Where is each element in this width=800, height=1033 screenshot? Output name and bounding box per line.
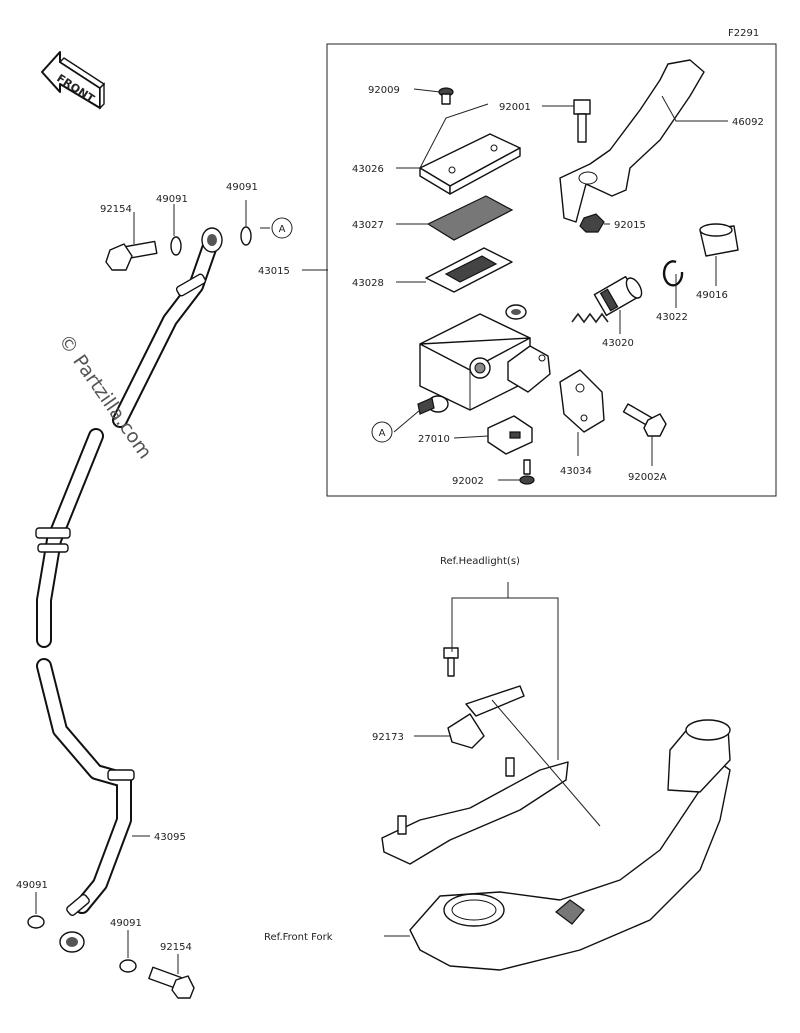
- master-cylinder-drawing: [417, 59, 739, 485]
- part-label-43020[interactable]: 43020: [602, 338, 634, 349]
- part-label-49091-top-a[interactable]: 49091: [156, 194, 188, 205]
- part-label-92002[interactable]: 92002: [452, 476, 484, 487]
- part-label-43034[interactable]: 43034: [560, 466, 592, 477]
- figure-code: F2291: [728, 28, 759, 39]
- part-label-49016[interactable]: 49016: [696, 290, 728, 301]
- front-arrow-icon: FRONT: [41, 51, 106, 110]
- hose-fittings-drawing: [27, 226, 252, 999]
- ref-headlight-label: Ref.Headlight(s): [440, 556, 520, 567]
- bracket-and-fork-drawing: [381, 647, 731, 971]
- master-cylinder-assembly-box: [326, 43, 777, 497]
- callout-a-top: A: [271, 217, 293, 239]
- svg-text:A: A: [379, 428, 386, 439]
- part-label-49091-bot-a[interactable]: 49091: [16, 880, 48, 891]
- part-label-92002A[interactable]: 92002A: [628, 472, 667, 483]
- ref-front-fork-label: Ref.Front Fork: [264, 932, 333, 943]
- part-label-92015[interactable]: 92015: [614, 220, 646, 231]
- watermark: © Partzilla.com: [54, 330, 156, 463]
- part-label-92173[interactable]: 92173: [372, 732, 404, 743]
- part-label-43015[interactable]: 43015: [258, 266, 290, 277]
- part-label-49091-bot-b[interactable]: 49091: [110, 918, 142, 929]
- callout-a-box: A: [371, 421, 393, 443]
- part-label-43028[interactable]: 43028: [352, 278, 384, 289]
- part-label-92154-bot[interactable]: 92154: [160, 942, 192, 953]
- part-label-92009[interactable]: 92009: [368, 85, 400, 96]
- part-label-43026[interactable]: 43026: [352, 164, 384, 175]
- part-label-27010[interactable]: 27010: [418, 434, 450, 445]
- part-label-92154-top[interactable]: 92154: [100, 204, 132, 215]
- part-label-46092[interactable]: 46092: [732, 117, 764, 128]
- svg-text:A: A: [279, 224, 286, 235]
- leader-lines: [35, 88, 728, 974]
- part-label-49091-top-b[interactable]: 49091: [226, 182, 258, 193]
- part-label-43022[interactable]: 43022: [656, 312, 688, 323]
- part-label-43095[interactable]: 43095: [154, 832, 186, 843]
- part-label-43027[interactable]: 43027: [352, 220, 384, 231]
- brake-hose-drawing: [35, 227, 223, 953]
- part-label-92001[interactable]: 92001: [499, 102, 531, 113]
